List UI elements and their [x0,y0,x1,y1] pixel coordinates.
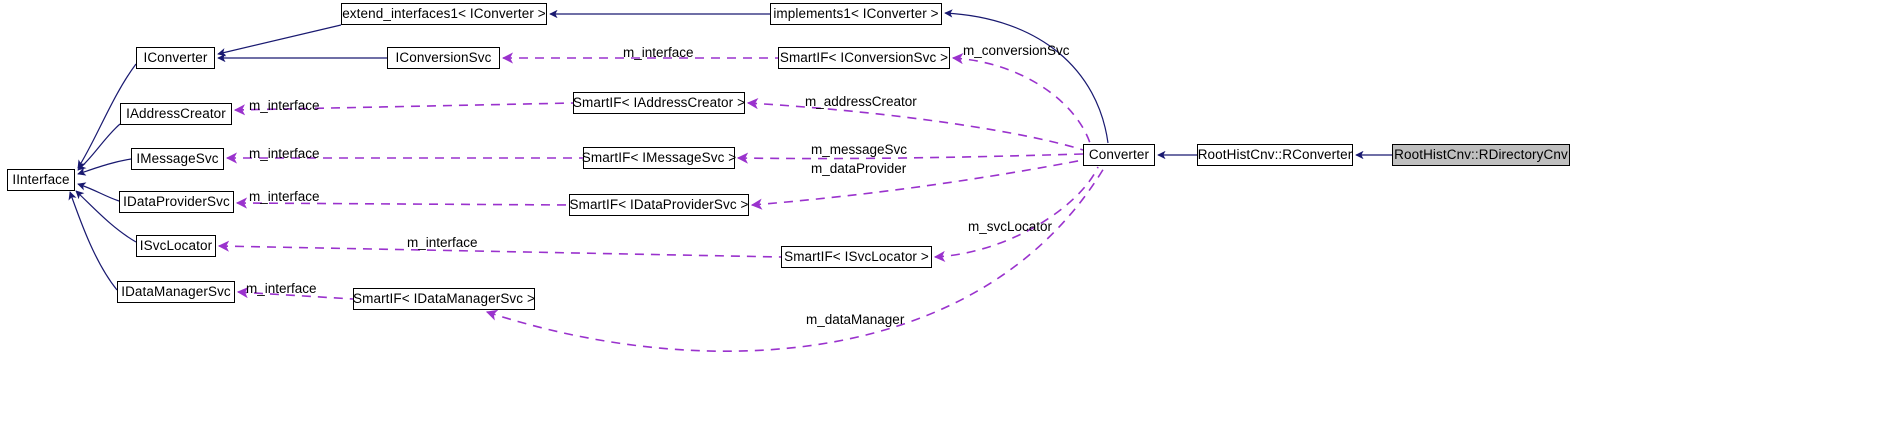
node-smartif-iconversionsvc[interactable]: SmartIF< IConversionSvc > [778,47,950,69]
node-smartif-isvclocator[interactable]: SmartIF< ISvcLocator > [781,246,932,268]
node-converter[interactable]: Converter [1083,144,1155,166]
edge-iinterface-idataprovidersvc [77,182,120,202]
edge-label-m-svclocator: m_svcLocator [968,219,1053,234]
node-extend-interfaces1-iconverter[interactable]: extend_interfaces1< IConverter > [341,3,547,25]
node-smartif-imessagesvc[interactable]: SmartIF< IMessageSvc > [582,147,736,169]
edge-label-m-interface-addresscreator: m_interface [249,98,320,113]
node-iinterface[interactable]: IInterface [7,169,75,191]
node-idatamanagersvc[interactable]: IDataManagerSvc [117,281,235,303]
edge-implements1-converter [944,9,1109,144]
node-smartif-idataprovidersvc[interactable]: SmartIF< IDataProviderSvc > [569,194,749,216]
edge-label-m-messagesvc: m_messageSvc [811,142,908,157]
edge-iinterface-imessagesvc [77,158,132,176]
edge-label-m-dataprovider: m_dataProvider [811,161,907,176]
node-implements1-iconverter[interactable]: implements1< IConverter > [770,3,942,25]
edge-label-m-interface-dataprovidersvc: m_interface [249,189,320,204]
edge-iinterface-iaddresscreator [77,123,121,171]
edge-smartif-isvclocator-converter [933,166,1099,263]
edge-label-m-interface-messagesvc: m_interface [249,146,320,161]
node-smartif-iaddresscreator[interactable]: SmartIF< IAddressCreator > [573,92,745,114]
edge-isvclocator-smartif [217,240,782,258]
node-roothistcnv-rdirectorycnv[interactable]: RootHistCnv::RDirectoryCnv [1392,144,1570,166]
edge-label-m-conversionsvc: m_conversionSvc [963,43,1070,58]
node-iaddresscreator[interactable]: IAddressCreator [120,103,232,125]
edge-smartif-iconversionsvc-converter [951,53,1091,144]
node-smartif-idatamanagersvc[interactable]: SmartIF< IDataManagerSvc > [353,288,535,310]
node-isvclocator[interactable]: ISvcLocator [136,235,216,257]
node-imessagesvc[interactable]: IMessageSvc [131,148,224,170]
edge-label-m-interface-svclocator: m_interface [407,235,478,250]
node-roothistcnv-rconverter[interactable]: RootHistCnv::RConverter [1197,144,1353,166]
edge-iconverter-extendinterfaces1 [217,24,342,57]
edge-smartif-imessagesvc-converter [736,152,1084,164]
edge-label-m-interface-conversionsvc: m_interface [623,45,694,60]
edge-iinterface-idatamanagersvc [68,191,118,291]
edge-smartif-iaddresscreator-converter [746,98,1084,151]
edge-smartif-idataprovidersvc-converter [750,159,1084,210]
node-idataprovidersvc[interactable]: IDataProviderSvc [119,191,234,213]
node-iconverter[interactable]: IConverter [136,47,215,69]
node-iconversionsvc[interactable]: IConversionSvc [387,47,500,69]
edge-label-m-addresscreator: m_addressCreator [805,94,917,109]
edge-label-m-interface-datamanagersvc: m_interface [246,281,317,296]
edge-label-m-datamanager: m_dataManager [806,312,905,327]
